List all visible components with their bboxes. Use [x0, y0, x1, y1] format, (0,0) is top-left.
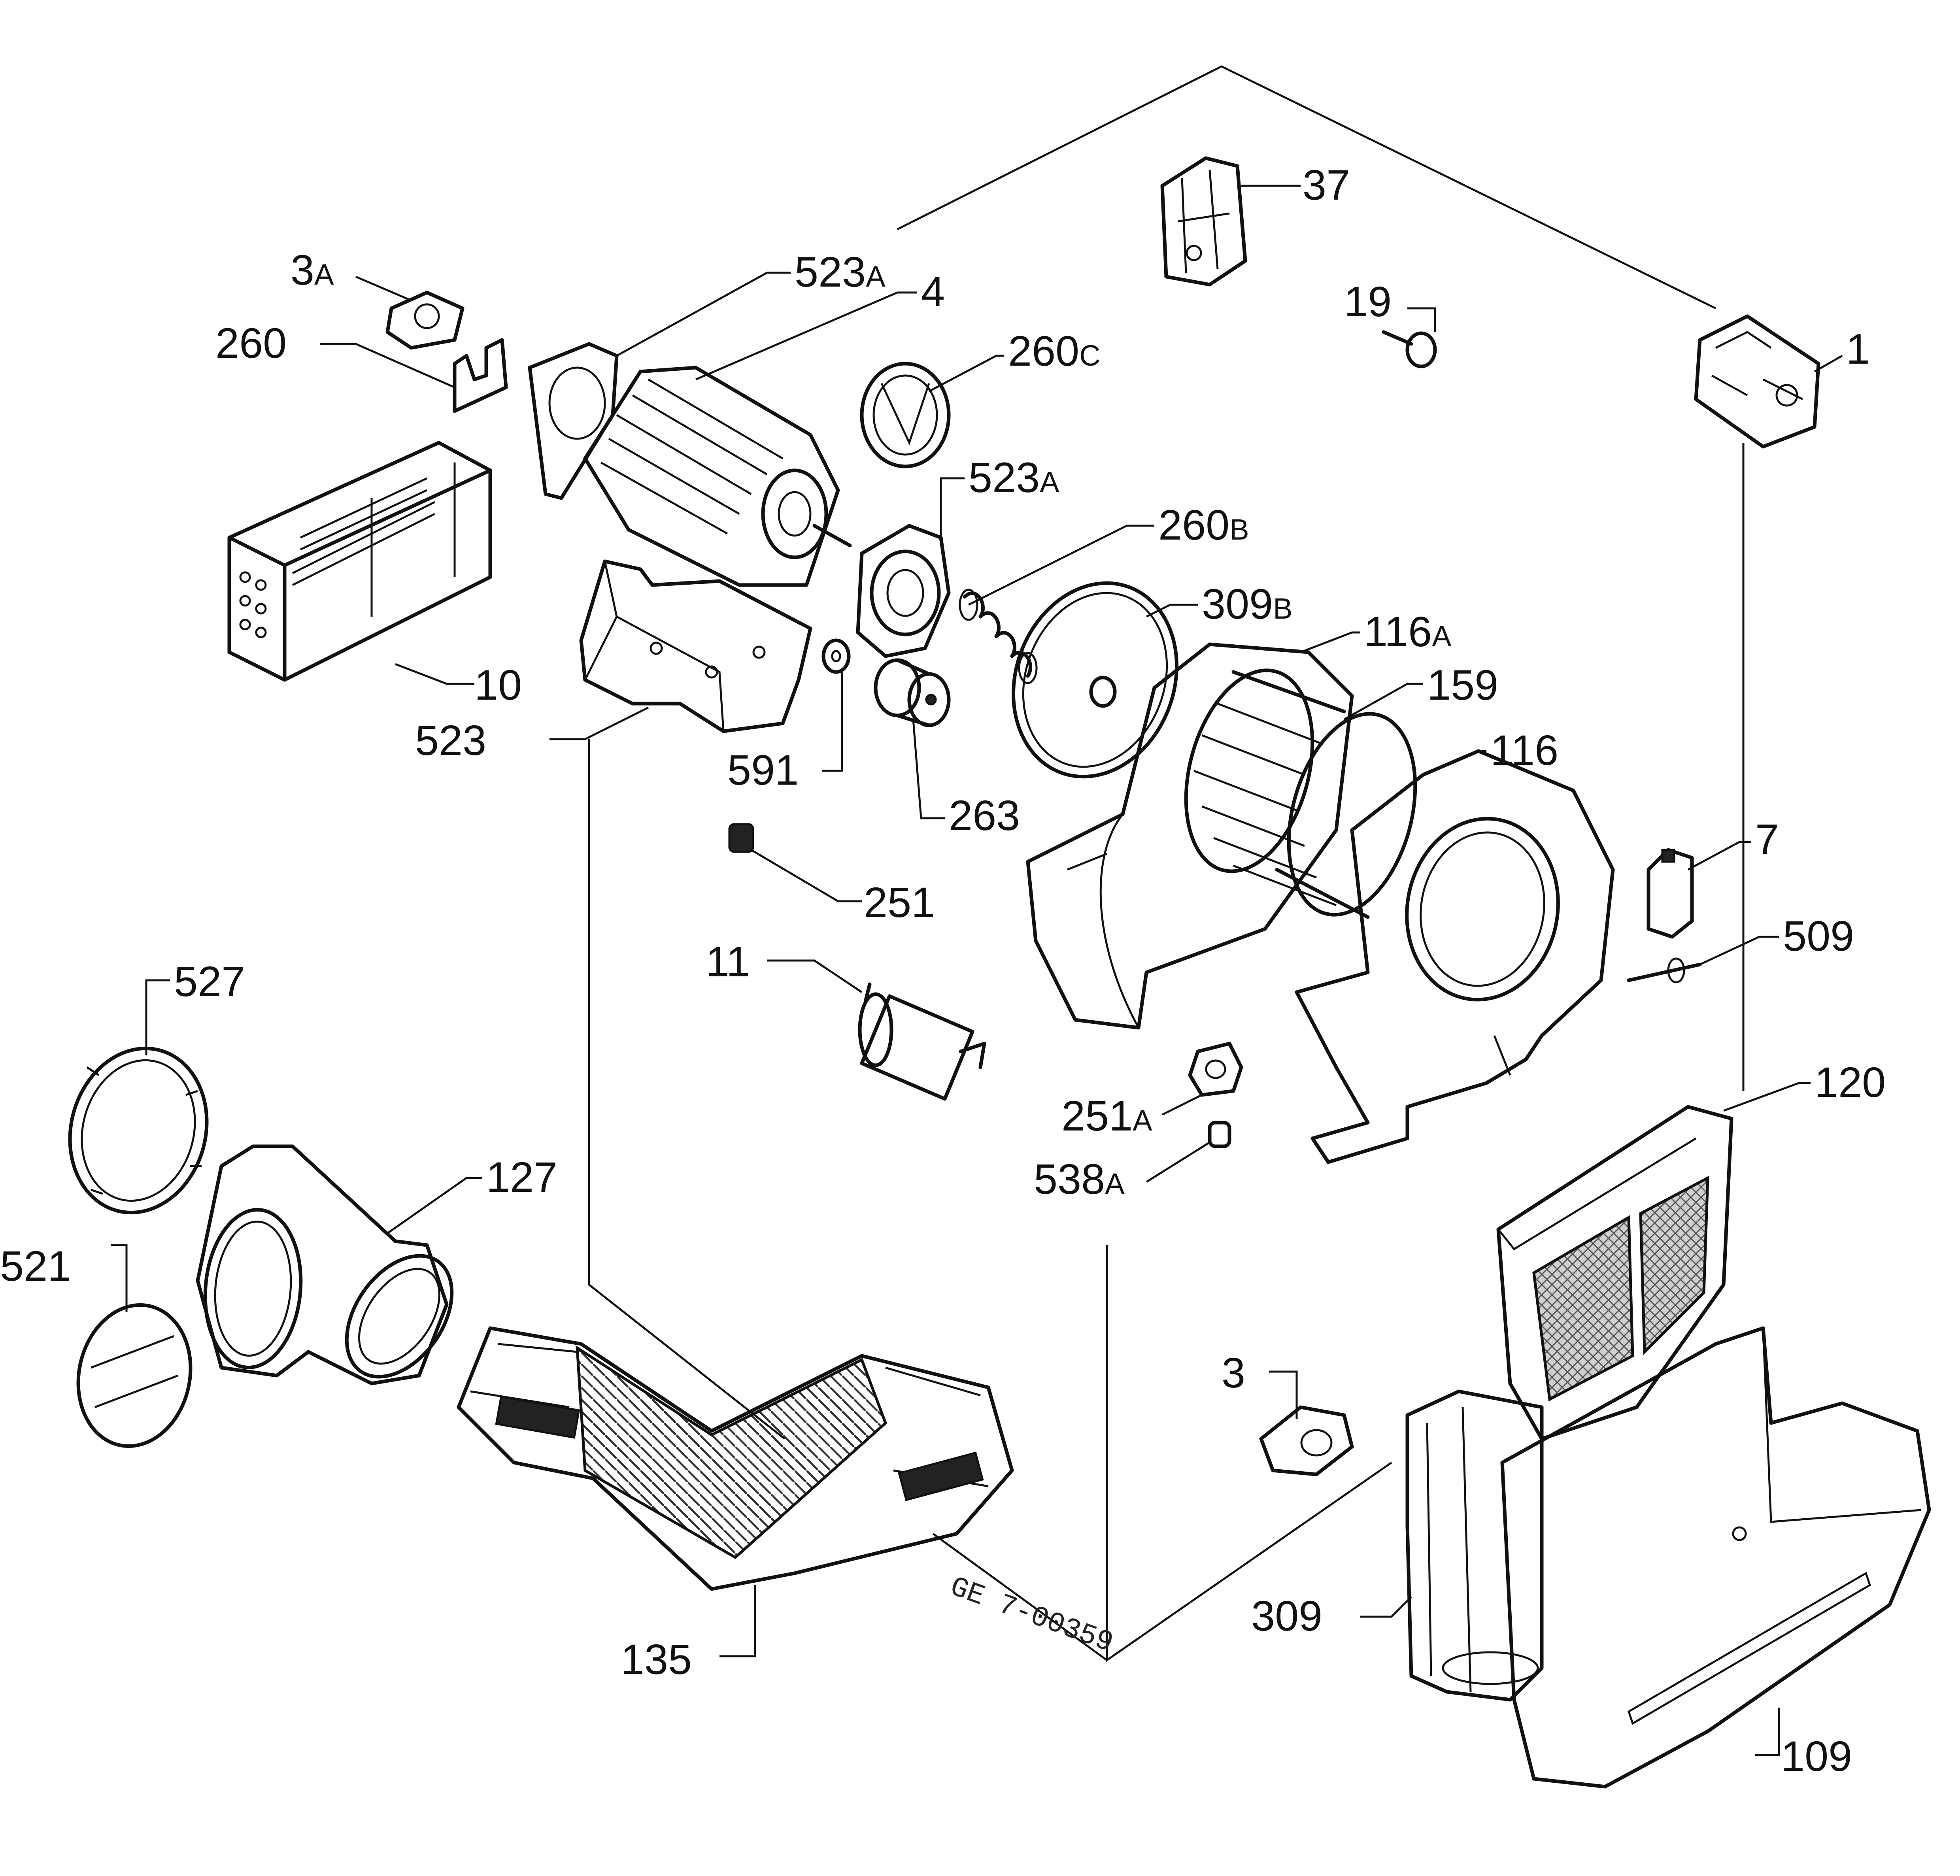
part-3-thermostat: [1259, 1405, 1354, 1476]
part-19-screw: [1382, 330, 1437, 368]
part-159-fan: [1184, 668, 1417, 919]
label-11: 11: [706, 938, 750, 985]
label-523a-top: 523A: [795, 248, 886, 296]
housing-outline: [588, 65, 1745, 1662]
part-11-capacitor: [858, 982, 986, 1101]
part-127-tee: [196, 1144, 454, 1385]
part-260c-ring: [860, 362, 951, 468]
label-159: 159: [1427, 661, 1498, 709]
label-527: 527: [174, 957, 245, 1005]
part-309b-disc: [1012, 581, 1178, 779]
part-4-motor: [583, 366, 852, 587]
label-523a-mid: 523A: [969, 453, 1059, 501]
part-591-washer: [821, 638, 851, 674]
part-251a-nut: [1188, 1042, 1243, 1097]
part-523a-shield-mid: [856, 524, 951, 658]
part-109-duct-housing: [1500, 1326, 1931, 1789]
part-527-ring: [68, 1046, 209, 1215]
label-591: 591: [727, 746, 799, 794]
label-19: 19: [1344, 277, 1392, 325]
label-538a: 538A: [1034, 1155, 1125, 1203]
part-135-hose: [457, 1326, 1014, 1591]
label-260c: 260C: [1008, 327, 1101, 375]
leader-lines: [111, 185, 1843, 1756]
part-1-switch: [1694, 314, 1820, 449]
part-260-clip: [453, 338, 508, 413]
label-4: 4: [921, 268, 945, 315]
label-127: 127: [486, 1153, 557, 1201]
label-120: 120: [1815, 1058, 1886, 1106]
label-116: 116: [1490, 726, 1558, 774]
label-260b: 260B: [1158, 501, 1249, 549]
label-509: 509: [1783, 912, 1854, 960]
label-251: 251: [864, 878, 935, 926]
label-37: 37: [1303, 161, 1350, 209]
label-523: 523: [415, 716, 486, 764]
part-116-housing-front: [1295, 749, 1615, 1164]
label-109: 109: [1781, 1732, 1852, 1780]
part-7-switch: [1647, 848, 1694, 939]
part-37-bracket: [1160, 156, 1247, 287]
label-135: 135: [621, 1635, 692, 1683]
label-7: 7: [1755, 815, 1779, 863]
part-509-pin: [1627, 957, 1702, 983]
label-263: 263: [949, 791, 1020, 839]
label-1: 1: [1846, 325, 1870, 373]
part-263-pulley: [874, 658, 951, 727]
part-521-cap: [76, 1303, 193, 1448]
label-3: 3: [1222, 1349, 1245, 1397]
part-538a-sleeve: [1208, 1121, 1231, 1148]
label-521: 521: [0, 1242, 71, 1290]
part-3a-thermostat: [385, 291, 465, 350]
part-116a-housing-rear: [1026, 642, 1354, 1030]
label-3a: 3A: [291, 246, 334, 294]
drawing-reference: GE 7-00359: [946, 1571, 1117, 1660]
label-10: 10: [474, 661, 522, 709]
label-251a: 251A: [1061, 1092, 1152, 1140]
part-labels: 37 3A 523A 4 19 1 260 260C 523A 260B 309…: [0, 161, 1886, 1780]
part-309-duct: [1405, 1389, 1544, 1702]
label-260: 260: [215, 319, 287, 367]
part-523-bracket: [579, 559, 812, 733]
label-309: 309: [1251, 1592, 1322, 1640]
part-120-filter: [1496, 1105, 1733, 1441]
part-251-nut: [728, 823, 754, 853]
part-10-heater: [227, 441, 492, 682]
part-523a-shield-top: [528, 342, 619, 500]
label-309b: 309B: [1202, 580, 1293, 628]
label-116a: 116A: [1364, 608, 1452, 655]
